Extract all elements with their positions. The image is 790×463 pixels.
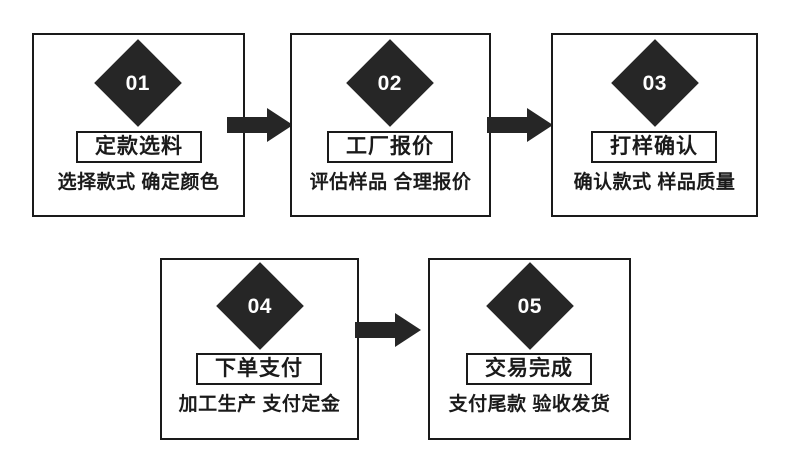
step-badge-label-02: 02 (377, 71, 403, 95)
step-title-plate-03: 打样确认 (591, 131, 717, 163)
step-description-04: 加工生产 支付定金 (178, 394, 341, 415)
step-badge-label-03: 03 (642, 71, 668, 95)
step-title-02: 工厂报价 (346, 135, 434, 159)
step-title-01: 定款选料 (95, 135, 183, 159)
step-title-05: 交易完成 (485, 357, 573, 381)
step-description-05: 支付尾款 验收发货 (448, 394, 611, 415)
step-description-03: 确认款式 样品质量 (573, 172, 736, 193)
arrow-right-icon-04-05 (353, 310, 423, 350)
arrow-right-icon-02-03 (485, 105, 555, 145)
step-title-plate-02: 工厂报价 (327, 131, 453, 163)
step-title-03: 打样确认 (610, 135, 698, 159)
step-title-04: 下单支付 (215, 357, 303, 381)
arrow-right-icon-01-02 (225, 105, 295, 145)
step-description-02: 评估样品 合理报价 (309, 172, 472, 193)
step-title-plate-05: 交易完成 (466, 353, 592, 385)
step-badge-label-04: 04 (247, 294, 273, 318)
step-badge-label-01: 01 (125, 71, 151, 95)
step-badge-label-05: 05 (517, 294, 543, 318)
step-description-01: 选择款式 确定颜色 (57, 172, 220, 193)
step-title-plate-04: 下单支付 (196, 353, 322, 385)
step-title-plate-01: 定款选料 (76, 131, 202, 163)
